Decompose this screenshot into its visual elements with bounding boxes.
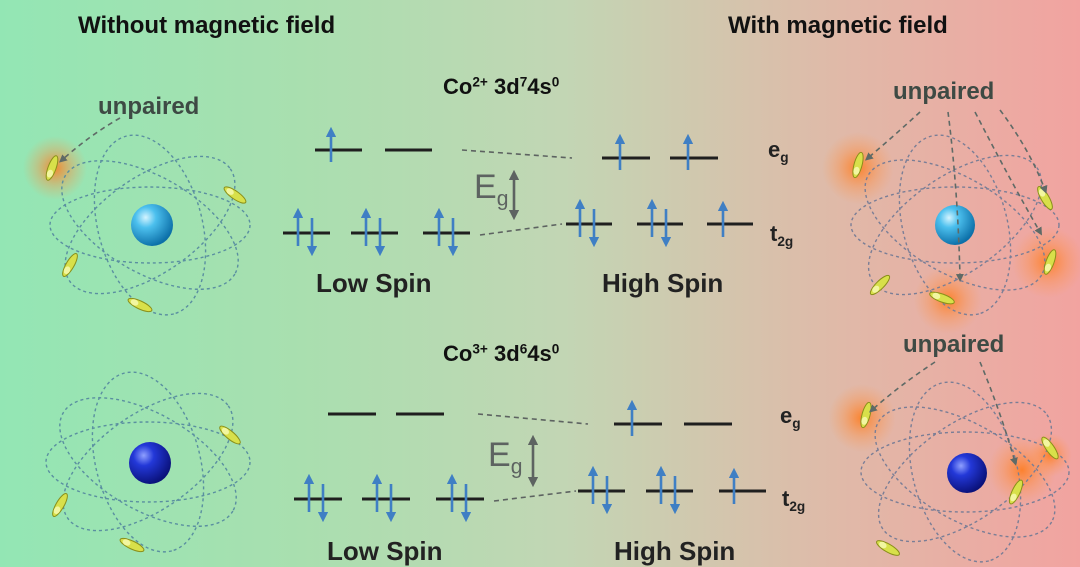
gap-sub: g bbox=[510, 455, 523, 479]
low-spin-label-co2: Low Spin bbox=[316, 268, 432, 298]
nucleus-co2-icon bbox=[131, 204, 173, 246]
t2g-main: t bbox=[770, 221, 778, 246]
electron-icon bbox=[867, 272, 893, 298]
config-co3: Co3+ 3d64s0 bbox=[443, 341, 560, 366]
nucleus-co3-icon bbox=[947, 453, 987, 493]
energy-gap-label-co2: Eg bbox=[474, 168, 508, 209]
eg-sub: g bbox=[780, 149, 789, 165]
spin-arrows bbox=[303, 399, 740, 523]
orbital-4s-count: 0 bbox=[551, 341, 560, 357]
orbital-3d-count: 6 bbox=[519, 341, 528, 357]
unpaired-pointers bbox=[864, 109, 1048, 282]
electron-icon bbox=[216, 423, 244, 447]
electron-icon bbox=[126, 295, 154, 315]
unpaired-pointers bbox=[869, 361, 1018, 466]
energy-diagram-co2 bbox=[283, 126, 753, 257]
orbital-4s: 4s bbox=[527, 341, 552, 366]
config-co2: Co2+ 3d74s0 bbox=[443, 74, 560, 99]
eg-main: e bbox=[768, 137, 781, 162]
atom-orbits-icon bbox=[49, 134, 251, 316]
t2g-label-co3: t2g bbox=[782, 486, 805, 514]
electron-icon bbox=[874, 537, 902, 559]
unpaired-pointer bbox=[59, 117, 121, 163]
eg-main: e bbox=[780, 403, 793, 428]
ion-symbol: Co bbox=[443, 341, 473, 366]
nucleus-co3-icon bbox=[129, 442, 171, 484]
ion-symbol: Co bbox=[443, 74, 473, 99]
orbital-4s-count: 0 bbox=[551, 74, 560, 90]
electron-icon bbox=[49, 491, 71, 519]
orbital-3d: 3d bbox=[494, 74, 520, 99]
level-connectors bbox=[461, 149, 573, 236]
heading-without-field: Without magnetic field bbox=[78, 12, 336, 39]
orbital-levels bbox=[283, 148, 753, 235]
atom-co3-without-field bbox=[45, 371, 251, 555]
gap-main: E bbox=[488, 436, 511, 474]
unpaired-label-right-bottom: unpaired bbox=[903, 331, 1005, 358]
eg-sub: g bbox=[792, 415, 801, 431]
eg-label-co2: eg bbox=[768, 137, 789, 165]
electron-icon bbox=[59, 251, 81, 279]
orbital-3d: 3d bbox=[494, 341, 520, 366]
energy-gap-label-co3: Eg bbox=[488, 436, 522, 477]
electron-glow-icon bbox=[828, 384, 1072, 504]
ion-charge: 3+ bbox=[472, 341, 488, 357]
heading-with-field: With magnetic field bbox=[728, 12, 948, 39]
spin-arrows bbox=[292, 126, 729, 257]
atom-co2-with-field bbox=[822, 109, 1080, 334]
low-spin-label-co3: Low Spin bbox=[327, 536, 443, 566]
t2g-sub: 2g bbox=[789, 498, 806, 514]
eg-label-co3: eg bbox=[780, 403, 801, 431]
atom-co3-with-field bbox=[828, 361, 1072, 563]
energy-diagram-co3 bbox=[294, 399, 766, 523]
high-spin-label-co3: High Spin bbox=[614, 536, 736, 566]
ion-charge: 2+ bbox=[472, 74, 488, 90]
orbital-levels bbox=[294, 412, 766, 501]
t2g-main: t bbox=[782, 486, 790, 511]
level-connectors bbox=[477, 413, 589, 502]
unpaired-label-right-top: unpaired bbox=[893, 78, 995, 105]
t2g-label-co2: t2g bbox=[770, 221, 793, 249]
gap-main: E bbox=[474, 168, 497, 206]
unpaired-label-left: unpaired bbox=[98, 93, 200, 120]
orbital-4s: 4s bbox=[527, 74, 552, 99]
nucleus-co2-icon bbox=[935, 205, 975, 245]
t2g-sub: 2g bbox=[777, 233, 794, 249]
atom-co2-without-field bbox=[23, 117, 251, 316]
orbital-3d-count: 7 bbox=[519, 74, 528, 90]
high-spin-label-co2: High Spin bbox=[602, 268, 724, 298]
atom-orbits-icon bbox=[45, 371, 251, 553]
gap-sub: g bbox=[496, 187, 509, 211]
